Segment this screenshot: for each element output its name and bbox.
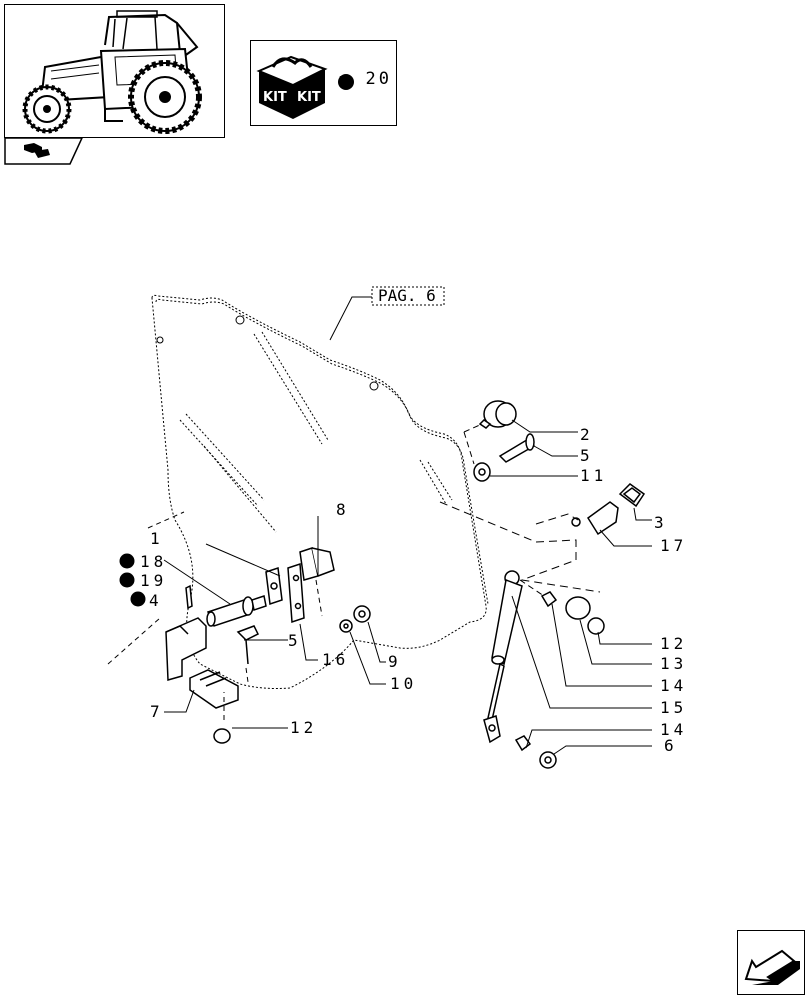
- bullet-4: [130, 591, 146, 607]
- callout-2: 2: [580, 425, 590, 444]
- section-nav-icon: [24, 143, 50, 158]
- callout-15: 15: [660, 698, 687, 717]
- callout-9: 9: [388, 652, 398, 671]
- kit-legend-text: = 20: [339, 69, 392, 89]
- callout-18: 18: [140, 552, 167, 571]
- glass-reflection-marks: [179, 331, 453, 533]
- next-page-button[interactable]: [737, 930, 805, 995]
- callout-11: 11: [580, 466, 607, 485]
- kit-word-left: KIT: [263, 90, 287, 105]
- callout-7: 7: [150, 702, 160, 721]
- page-reference[interactable]: PAG. 6: [329, 286, 445, 341]
- callout-14-lower: 14: [660, 720, 687, 739]
- gas-strut: [483, 570, 605, 769]
- kit-bullets: [119, 553, 146, 607]
- leader-lines: [163, 419, 652, 755]
- tractor-cab-icon: [22, 10, 202, 134]
- bullet-19: [119, 572, 135, 588]
- callout-12-right: 12: [660, 634, 687, 653]
- callout-1: 1: [150, 529, 160, 548]
- kit-box-icon: KIT KIT: [256, 55, 328, 119]
- latch-dashed-lines: [439, 501, 601, 593]
- strut-dashed-lines: [519, 579, 545, 597]
- door-glass-outline: [151, 294, 489, 689]
- bullet-18: [119, 553, 135, 569]
- callout-17: 17: [660, 536, 687, 555]
- hinge-assembly: [165, 547, 371, 744]
- tractor-thumbnail: [4, 4, 225, 138]
- page-reference-text: PAG. 6: [378, 286, 436, 305]
- upper-dashed-lines: [463, 423, 483, 465]
- callout-5-right: 5: [580, 446, 590, 465]
- callout-4: 4: [149, 591, 159, 610]
- callout-13: 13: [660, 654, 687, 673]
- latch-parts: [571, 483, 646, 536]
- callout-19: 19: [140, 571, 167, 590]
- callout-16: 16: [322, 650, 349, 669]
- callout-6: 6: [664, 736, 674, 755]
- kit-word-right: KIT: [297, 90, 321, 105]
- kit-bullet-icon: [338, 74, 354, 90]
- next-page-arrow-icon: [744, 949, 800, 985]
- callout-3: 3: [654, 513, 664, 532]
- glass-mounting-holes: [156, 315, 379, 391]
- hinge-dashed-lines: [107, 511, 323, 720]
- callout-5-left: 5: [288, 631, 298, 650]
- section-nav-tab[interactable]: [4, 137, 84, 165]
- callout-12-left: 12: [290, 718, 317, 737]
- callout-8: 8: [336, 500, 346, 519]
- upper-bumper-parts: [473, 400, 535, 482]
- callout-10: 10: [390, 674, 417, 693]
- kit-legend-box: KIT KIT: [250, 40, 397, 126]
- callout-14-upper: 14: [660, 676, 687, 695]
